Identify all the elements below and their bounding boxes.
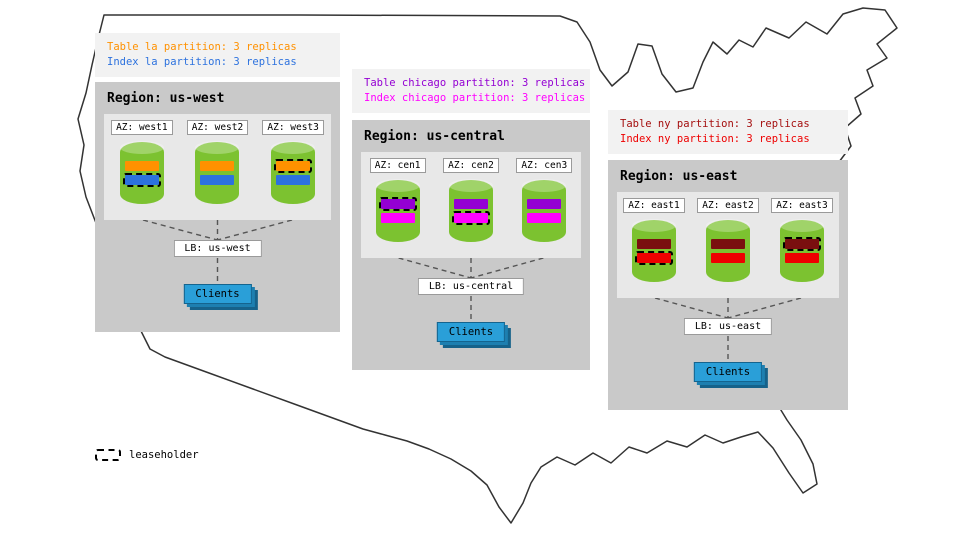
annotation-index-line: Index chicago partition: 3 replicas (364, 92, 586, 104)
az-label: AZ: west3 (262, 120, 324, 135)
legend-leaseholder: leaseholder (95, 449, 199, 461)
table-partition-stripe (453, 199, 488, 209)
table-partition-stripe (783, 237, 821, 251)
annotation-table-line: Table chicago partition: 3 replicas (364, 77, 586, 89)
index-partition-stripe (527, 213, 562, 223)
index-partition-stripe (451, 211, 490, 225)
az-label: AZ: cen1 (369, 158, 426, 173)
annotation-index-line: Index ny partition: 3 replicas (620, 133, 810, 145)
legend-label: leaseholder (129, 449, 199, 461)
az-label: AZ: east3 (771, 198, 833, 213)
db-cylinder (271, 141, 316, 204)
index-partition-stripe (380, 213, 415, 223)
region-title: Region: us-west (107, 91, 225, 106)
az-label: AZ: cen3 (516, 158, 573, 173)
clients-box: Clients (436, 322, 506, 342)
table-partition-stripe (124, 161, 159, 171)
az-label: AZ: east2 (697, 198, 759, 213)
lb-box: LB: us-central (417, 278, 525, 295)
az-panel: AZ: cen1 AZ: cen2 AZ: cen3 (361, 152, 581, 258)
index-partition-stripe (635, 251, 673, 265)
clients-box: Clients (183, 284, 252, 304)
az-label: AZ: east1 (623, 198, 685, 213)
annotation-us-east: Table ny partition: 3 replicas Index ny … (608, 110, 848, 154)
az-box: AZ: west2 (181, 114, 253, 220)
az-box: AZ: west1 (106, 114, 178, 220)
lb-box: LB: us-west (173, 240, 262, 257)
db-cylinder (195, 141, 240, 204)
az-box: AZ: east1 (618, 192, 690, 298)
annotation-table-line: Table la partition: 3 replicas (107, 41, 297, 53)
clients-box: Clients (693, 362, 763, 382)
db-cylinder (119, 141, 164, 204)
lb-box: LB: us-east (683, 318, 773, 335)
index-partition-stripe (200, 175, 235, 185)
db-cylinder (706, 219, 750, 282)
az-box: AZ: east3 (766, 192, 838, 298)
index-partition-stripe (711, 253, 745, 263)
region-us-east: Region: us-east AZ: east1 AZ: east2 AZ: … (608, 160, 848, 410)
region-us-central: Region: us-central AZ: cen1 AZ: cen2 AZ:… (352, 120, 590, 370)
az-box: AZ: west3 (257, 114, 329, 220)
az-box: AZ: cen2 (435, 152, 507, 258)
az-box: AZ: cen1 (362, 152, 434, 258)
table-partition-stripe (378, 197, 417, 211)
db-cylinder (522, 179, 567, 242)
az-label: AZ: west1 (111, 120, 173, 135)
table-partition-stripe (200, 161, 235, 171)
annotation-us-west: Table la partition: 3 replicas Index la … (95, 33, 340, 77)
az-panel: AZ: west1 AZ: west2 AZ: west3 (104, 114, 331, 220)
region-title: Region: us-central (364, 129, 505, 144)
table-partition-stripe (637, 239, 671, 249)
annotation-us-central: Table chicago partition: 3 replicas Inde… (352, 69, 590, 113)
region-us-west: Region: us-west AZ: west1 AZ: west2 AZ: … (95, 82, 340, 332)
db-cylinder (780, 219, 824, 282)
annotation-table-line: Table ny partition: 3 replicas (620, 118, 810, 130)
index-partition-stripe (276, 175, 311, 185)
connector-lines (654, 298, 802, 362)
db-cylinder (448, 179, 493, 242)
db-cylinder (375, 179, 420, 242)
table-partition-stripe (711, 239, 745, 249)
leaseholder-swatch-icon (95, 449, 121, 461)
table-partition-stripe (274, 159, 313, 173)
db-cylinder (632, 219, 676, 282)
az-panel: AZ: east1 AZ: east2 AZ: east3 (617, 192, 839, 298)
region-title: Region: us-east (620, 169, 738, 184)
connector-lines (142, 220, 293, 284)
index-partition-stripe (122, 173, 161, 187)
az-box: AZ: east2 (692, 192, 764, 298)
table-partition-stripe (527, 199, 562, 209)
connector-lines (398, 258, 544, 322)
index-partition-stripe (785, 253, 819, 263)
az-label: AZ: cen2 (443, 158, 499, 173)
az-label: AZ: west2 (186, 120, 249, 135)
az-box: AZ: cen3 (508, 152, 580, 258)
annotation-index-line: Index la partition: 3 replicas (107, 56, 297, 68)
